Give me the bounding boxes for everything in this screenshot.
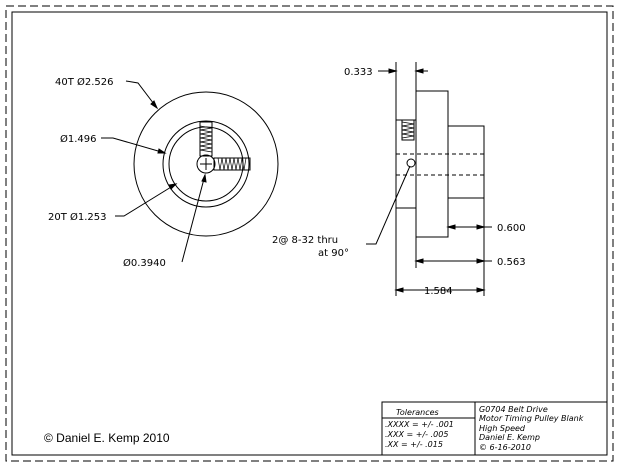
arrow-600-r bbox=[476, 224, 486, 230]
front-view bbox=[101, 80, 279, 263]
arrow-1584-l bbox=[394, 287, 404, 293]
arrow-1584-r bbox=[476, 287, 486, 293]
arrow-563-r bbox=[476, 258, 486, 264]
dim-333-label: 0.333 bbox=[344, 67, 373, 78]
leader-bore bbox=[181, 174, 206, 263]
arrow-inner bbox=[168, 183, 178, 190]
screw-label-line2: at 90° bbox=[318, 248, 349, 259]
small-pulley-body bbox=[447, 125, 485, 199]
hub-circle bbox=[162, 120, 250, 208]
arrow-hub bbox=[157, 148, 167, 154]
title-line-4: Daniel E. Kemp bbox=[479, 433, 540, 442]
bore-diameter-label: Ø0.3940 bbox=[123, 257, 166, 269]
title-line-1: G0704 Belt Drive bbox=[479, 405, 548, 414]
leader-screw bbox=[366, 165, 411, 245]
arrow-top-right bbox=[414, 68, 424, 74]
title-line-5: © 6-16-2010 bbox=[479, 443, 531, 452]
dim-1584-label: 1.584 bbox=[424, 286, 453, 297]
leader-outer bbox=[125, 80, 158, 109]
tolerance-row-2: .XXX = +/- .005 bbox=[385, 430, 448, 439]
arrow-600 bbox=[446, 224, 456, 230]
tolerance-row-3: .XX = +/- .015 bbox=[385, 440, 443, 449]
outer-border bbox=[5, 5, 614, 462]
large-pulley-body bbox=[415, 90, 449, 238]
tolerances-title: Tolerances bbox=[396, 408, 439, 417]
dim-600-label: 0.600 bbox=[497, 223, 526, 234]
thread-right bbox=[217, 157, 247, 171]
inner-diameter-label: 20T Ø1.253 bbox=[48, 211, 107, 223]
dim-563-label: 0.563 bbox=[497, 257, 526, 268]
arrow-bore bbox=[201, 173, 207, 183]
thread-top bbox=[199, 125, 213, 153]
arrow-outer bbox=[150, 100, 159, 110]
leader-hub bbox=[101, 137, 166, 154]
title-line-2: Motor Timing Pulley Blank bbox=[479, 414, 584, 423]
side-thread bbox=[401, 121, 415, 139]
side-screw-hole bbox=[406, 158, 416, 168]
hub-diameter-label: Ø1.496 bbox=[60, 133, 97, 145]
arrow-top-left bbox=[388, 68, 398, 74]
title-line-3: High Speed bbox=[479, 424, 526, 433]
screw-label-line1: 2@ 8-32 thru bbox=[272, 235, 338, 246]
copyright-text: © Daniel E. Kemp 2010 bbox=[44, 431, 170, 445]
leader-inner bbox=[115, 183, 177, 217]
inner-border bbox=[11, 11, 608, 456]
set-screw-hole-top bbox=[199, 121, 213, 157]
tolerance-row-1: .XXXX = +/- .001 bbox=[385, 420, 454, 429]
outer-pulley-circle bbox=[133, 91, 279, 237]
side-view bbox=[366, 62, 492, 296]
title-block bbox=[381, 401, 608, 456]
title-block-frame bbox=[381, 401, 608, 456]
bore-circle bbox=[196, 154, 216, 174]
arrow-563-l bbox=[414, 258, 424, 264]
outer-diameter-label: 40T Ø2.526 bbox=[55, 76, 114, 88]
